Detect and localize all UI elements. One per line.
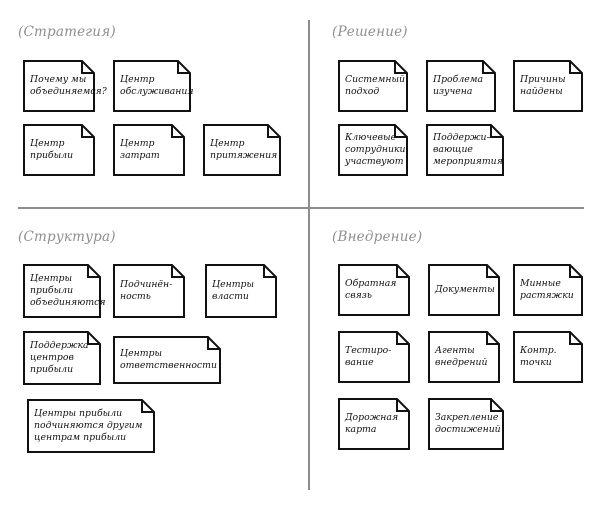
note-card-shape [205, 264, 277, 318]
note-card-shape [428, 398, 504, 450]
note-card-shape [113, 60, 191, 112]
card-control-points[interactable]: Контр. точки [513, 331, 583, 383]
note-card-text: Минные растяжки [520, 277, 574, 301]
note-card-text: Контр. точки [520, 344, 557, 368]
quadrant-label-strategy: (Стратегия) [18, 24, 116, 40]
note-card-text: Документы [435, 283, 495, 295]
card-implementation-agents[interactable]: Агенты внедрений [428, 331, 500, 383]
note-card-shape [27, 399, 155, 453]
note-card-shape [338, 264, 410, 316]
card-problem-studied[interactable]: Проблема изучена [426, 60, 496, 112]
card-profit-centers-merge[interactable]: Центры прибыли объединяются [23, 264, 106, 318]
card-responsibility-centers[interactable]: Центры ответственности [113, 336, 221, 384]
card-supporting-events[interactable]: Поддержи– вающие мероприятия [426, 124, 504, 176]
card-key-staff-involved[interactable]: Ключевые сотрудники участвуют [338, 124, 408, 176]
note-card-text: Системный подход [345, 73, 406, 97]
note-card-text: Ключевые сотрудники участвуют [345, 131, 406, 168]
card-why-we-merge[interactable]: Почему мы объединяемся? [23, 60, 107, 112]
card-causes-found[interactable]: Причины найдены [513, 60, 583, 112]
card-roadmap[interactable]: Дорожная карта [338, 398, 410, 450]
note-card-text: Обратная связь [345, 277, 397, 301]
note-card-shape [513, 60, 583, 112]
note-card-text: Центры власти [212, 278, 255, 302]
card-cost-center[interactable]: Центр затрат [113, 124, 185, 176]
note-card-text: Проблема изучена [433, 73, 484, 97]
note-card-shape [113, 336, 221, 384]
card-subordination[interactable]: Подчинён- ность [113, 264, 185, 318]
card-feedback[interactable]: Обратная связь [338, 264, 410, 316]
note-card-text: Поддержка центров прибыли [30, 339, 89, 376]
note-card-shape [23, 124, 95, 176]
card-power-centers[interactable]: Центры власти [205, 264, 277, 318]
note-card-shape [338, 124, 408, 176]
note-card-text: Центр притяжения [210, 137, 278, 161]
card-profit-centers-report[interactable]: Центры прибыли подчиняются другим центра… [27, 399, 155, 453]
note-card-text: Поддержи– вающие мероприятия [433, 131, 503, 168]
quadrant-label-decision: (Решение) [332, 24, 408, 40]
note-card-text: Центр обслуживания [120, 73, 194, 97]
quadrant-label-structure: (Структура) [18, 229, 116, 245]
note-card-shape [23, 60, 95, 112]
card-achievement-lock[interactable]: Закрепление достижений [428, 398, 504, 450]
note-card-text: Центры ответственности [120, 347, 217, 371]
card-testing[interactable]: Тестиро- вание [338, 331, 410, 383]
note-card-shape [113, 264, 185, 318]
note-card-shape [426, 60, 496, 112]
note-card-shape [428, 331, 500, 383]
note-card-shape [203, 124, 281, 176]
note-card-shape [113, 124, 185, 176]
note-card-shape [23, 264, 101, 318]
card-profit-center[interactable]: Центр прибыли [23, 124, 95, 176]
note-card-text: Причины найдены [520, 73, 566, 97]
note-card-text: Агенты внедрений [435, 344, 488, 368]
note-card-shape [23, 331, 101, 385]
note-card-shape [338, 60, 408, 112]
note-card-text: Почему мы объединяемся? [30, 73, 107, 97]
note-card-shape [513, 331, 583, 383]
card-systems-approach[interactable]: Системный подход [338, 60, 408, 112]
note-card-shape [338, 331, 410, 383]
note-card-text: Закрепление достижений [435, 411, 501, 435]
card-attraction-center[interactable]: Центр притяжения [203, 124, 281, 176]
note-card-shape [513, 264, 583, 316]
quadrant-label-implementation: (Внедрение) [332, 229, 423, 245]
card-profit-center-support[interactable]: Поддержка центров прибыли [23, 331, 101, 385]
note-card-shape [428, 264, 500, 316]
note-card-text: Центры прибыли объединяются [30, 272, 106, 309]
note-card-text: Центр прибыли [30, 137, 74, 161]
note-card-text: Подчинён- ность [120, 278, 173, 302]
quadrant-divider-vertical [308, 20, 310, 490]
note-card-text: Центр затрат [120, 137, 160, 161]
quadrant-divider-horizontal [18, 207, 584, 209]
note-card-shape [426, 124, 504, 176]
card-mine-tripwires[interactable]: Минные растяжки [513, 264, 583, 316]
note-card-text: Центры прибыли подчиняются другим центра… [34, 407, 143, 444]
card-service-center[interactable]: Центр обслуживания [113, 60, 194, 112]
note-card-shape [338, 398, 410, 450]
card-documents[interactable]: Документы [428, 264, 500, 316]
note-card-text: Тестиро- вание [345, 344, 392, 368]
note-card-text: Дорожная карта [345, 411, 399, 435]
